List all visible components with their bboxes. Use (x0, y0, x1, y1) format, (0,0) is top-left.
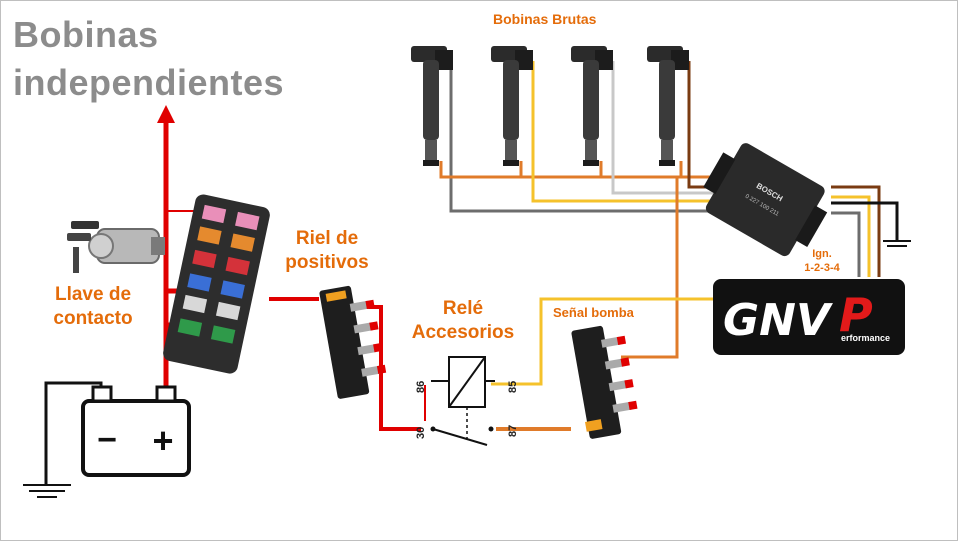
battery: − + (81, 385, 191, 477)
relay-symbol (430, 356, 495, 446)
gnv-logo: GNV P erformance (713, 279, 905, 355)
ignition-coil-4 (647, 46, 689, 166)
label-rele-line2: Accesorios (411, 322, 515, 343)
wire-module-brown (831, 185, 881, 277)
label-llave-line1: Llave de (54, 284, 132, 305)
logo-p: P (839, 288, 873, 342)
battery-plus: + (152, 420, 173, 461)
positive-bus-bar (319, 285, 387, 399)
logo-sub: erformance (841, 333, 890, 343)
wire-module-gray (831, 211, 861, 277)
label-ign-line1: Ign. (812, 248, 832, 260)
wire-module-ground (831, 201, 899, 241)
label-rele: Relé Accesorios (401, 297, 525, 345)
relay-pin-86: 86 (415, 380, 427, 393)
arrow-up (157, 105, 175, 123)
page-title: Bobinas independientes (13, 11, 284, 107)
ignition-coil-2 (491, 46, 533, 166)
wire-lightgray-coil3 (611, 61, 739, 195)
ignition-module: BOSCH 0 227 100 211 (703, 143, 828, 257)
relay-pin-87: 87 (507, 424, 519, 437)
wire-orange-bus (621, 177, 679, 359)
wire-orange-coil1 (439, 161, 739, 179)
battery-minus: − (97, 421, 117, 459)
ignition-coil-3 (571, 46, 613, 166)
ignition-coil-1 (411, 46, 453, 166)
title-line2: independientes (13, 62, 285, 103)
label-llave-line2: contacto (53, 308, 133, 329)
wire-yellow-coil2 (531, 61, 739, 203)
label-riel: Riel de positivos (281, 227, 373, 275)
label-ign-line2: 1-2-3-4 (804, 262, 840, 274)
pump-signal-terminal-block (571, 325, 638, 439)
relay-pin-85: 85 (507, 380, 519, 393)
wire-module-yellow (831, 195, 871, 277)
wire-gray-coil1 (449, 56, 739, 213)
label-riel-line2: positivos (285, 252, 369, 273)
logo-main: GNV (723, 295, 833, 346)
label-llave: Llave de contacto (41, 283, 145, 331)
wire-yellow-signal (491, 297, 713, 386)
label-bobinas-brutas: Bobinas Brutas (493, 11, 597, 27)
label-riel-line1: Riel de (295, 228, 359, 249)
title-line1: Bobinas (13, 14, 159, 55)
fuse-box (163, 194, 270, 374)
relay-pin-30: 30 (415, 426, 427, 439)
label-ign: Ign. 1-2-3-4 (797, 247, 847, 275)
label-rele-line1: Relé (442, 298, 484, 319)
ignition-switch (67, 221, 165, 273)
label-senal-bomba: Señal bomba (553, 305, 634, 320)
